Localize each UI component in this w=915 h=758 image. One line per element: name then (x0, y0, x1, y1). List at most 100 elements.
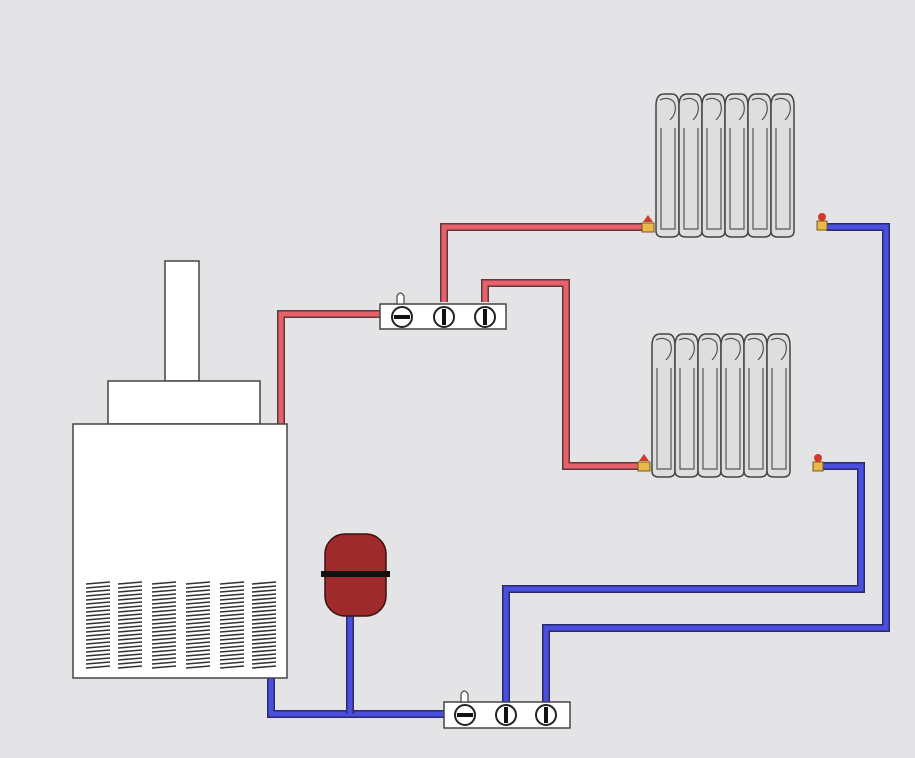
grille-slat (219, 661, 245, 665)
grille-slat (117, 621, 143, 625)
grille-slat (219, 605, 245, 609)
grille-slat (85, 645, 111, 649)
grille-slat (117, 649, 143, 653)
grille-slat (117, 625, 143, 629)
boiler-grille (85, 581, 277, 669)
valve-closed-icon[interactable] (535, 704, 557, 726)
radiator-section (766, 333, 791, 478)
grille-slat (151, 581, 177, 585)
grille-slat (151, 597, 177, 601)
valve-closed-icon[interactable] (474, 306, 496, 328)
lower-radiator-inlet-valve[interactable] (637, 454, 651, 472)
grille-slat (219, 629, 245, 633)
grille-slat (151, 649, 177, 653)
grille-slat (117, 629, 143, 633)
radiator-section (747, 93, 772, 238)
grille-slat (219, 665, 245, 669)
grille-slat (251, 589, 277, 593)
grille-slat (117, 585, 143, 589)
grille-slat (185, 593, 211, 597)
lower-radiator-outlet-valve[interactable] (812, 454, 824, 472)
grille-slat (85, 657, 111, 661)
grille-slat (85, 585, 111, 589)
supply-pipe-boiler (277, 310, 382, 424)
grille-slat (185, 629, 211, 633)
air-vent-icon (396, 292, 405, 305)
expansion-tank-band (321, 571, 390, 577)
grille-slat (251, 621, 277, 625)
grille-slat (85, 593, 111, 597)
grille-slat (251, 645, 277, 649)
grille-slat (85, 629, 111, 633)
grille-slat (117, 581, 143, 585)
boiler (72, 260, 288, 679)
grille-slat (185, 585, 211, 589)
grille-slat (117, 633, 143, 637)
valve-closed-icon[interactable] (495, 704, 517, 726)
return-manifold (443, 690, 571, 729)
radiator-section (697, 333, 722, 478)
grille-slat (151, 589, 177, 593)
return-pipe-lower (502, 462, 865, 705)
grille-slat (151, 665, 177, 669)
grille-slat (251, 605, 277, 609)
grille-slat (85, 625, 111, 629)
grille-slat (185, 581, 211, 585)
radiator-valves (637, 213, 828, 472)
grille-slat (185, 613, 211, 617)
grille-slat (251, 585, 277, 589)
grille-slat (251, 633, 277, 637)
grille-slat (251, 665, 277, 669)
grille-slat (219, 589, 245, 593)
grille-slat (85, 633, 111, 637)
grille-slat (219, 597, 245, 601)
grille-slat (219, 657, 245, 661)
grille-slat (117, 665, 143, 669)
boiler-icon (72, 423, 288, 679)
radiator-section (651, 333, 676, 478)
grille-slat (219, 609, 245, 613)
valve-open-icon[interactable] (391, 306, 413, 328)
grille-slat (219, 613, 245, 617)
grille-slat (219, 621, 245, 625)
grille-slat (85, 589, 111, 593)
grille-slat (151, 613, 177, 617)
grille-slat (185, 609, 211, 613)
grille-slat (219, 581, 245, 585)
grille-slat (219, 633, 245, 637)
grille-slat (85, 621, 111, 625)
grille-slat (185, 641, 211, 645)
supply-pipes (277, 223, 644, 470)
grille-slat (151, 661, 177, 665)
grille-slat (151, 605, 177, 609)
grille-slat (185, 649, 211, 653)
grille-slat (151, 645, 177, 649)
grille-slat (251, 601, 277, 605)
grille-slat (185, 657, 211, 661)
return-pipes (267, 223, 890, 718)
grille-slat (151, 609, 177, 613)
radiator-section (655, 93, 680, 238)
supply-manifold (379, 292, 507, 330)
grille-slat (117, 605, 143, 609)
air-vent-icon (460, 690, 469, 703)
grille-slat (151, 633, 177, 637)
grille-slat (117, 589, 143, 593)
valve-open-icon[interactable] (454, 704, 476, 726)
grille-slat (85, 665, 111, 669)
grille-slat (185, 617, 211, 621)
upper-radiator-outlet-valve[interactable] (816, 213, 828, 231)
grille-slat (185, 597, 211, 601)
grille-slat (151, 657, 177, 661)
grille-slat (251, 629, 277, 633)
upper-radiator-inlet-valve[interactable] (641, 215, 655, 233)
grille-slat (185, 645, 211, 649)
grille-slat (251, 613, 277, 617)
valve-closed-icon[interactable] (433, 306, 455, 328)
grille-slat (85, 613, 111, 617)
grille-slat (251, 653, 277, 657)
grille-slat (251, 661, 277, 665)
grille-slat (219, 649, 245, 653)
grille-slat (85, 601, 111, 605)
grille-slat (185, 661, 211, 665)
